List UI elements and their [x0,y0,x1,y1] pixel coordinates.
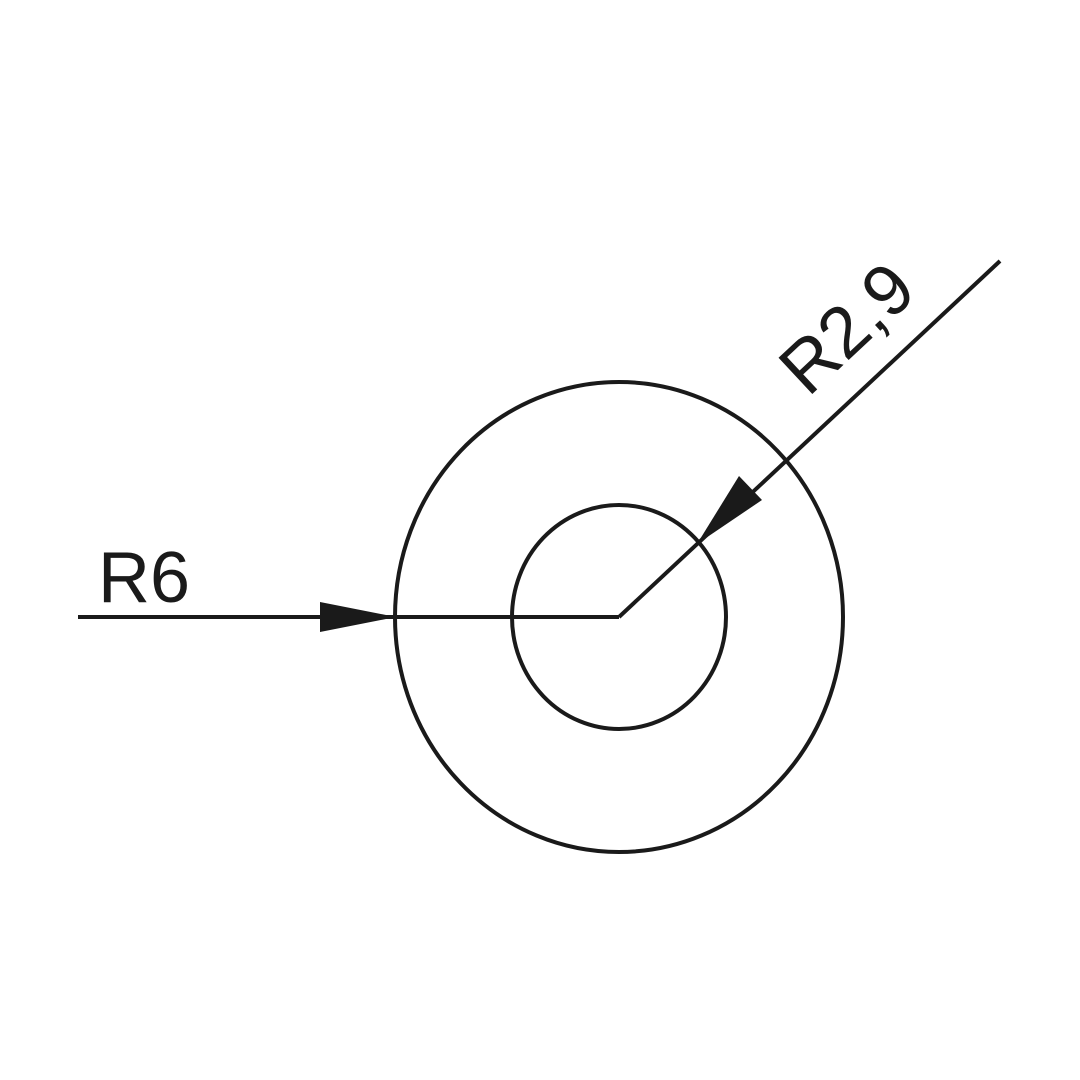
outer-radius-label: R6 [98,538,190,618]
inner-radius-leader-line [617,259,1002,619]
inner-radius-arrowhead [697,476,762,544]
inner-radius-label: R2,9 [764,247,930,409]
outer-radius-arrowhead [320,602,396,632]
